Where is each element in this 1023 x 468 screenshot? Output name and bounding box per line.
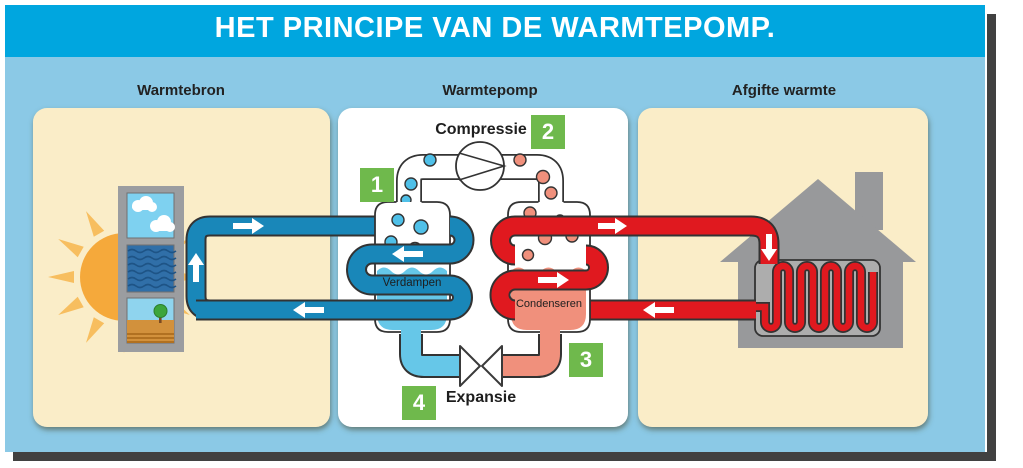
source-circuit-serpentine <box>196 215 475 321</box>
flow-arrow-into-house <box>761 234 777 261</box>
page-title: HET PRINCIPE VAN DE WARMTEPOMP. <box>214 12 776 44</box>
refrigerant-vapor-bubbles <box>400 153 558 206</box>
flow-arrow-evaporator <box>392 246 423 262</box>
section-header-afgifte-warmte: Afgifte warmte <box>731 82 837 99</box>
evaporation-label: Verdampen <box>382 277 442 289</box>
frame-shadow-bottom <box>13 452 996 461</box>
delivery-circuit-serpentine <box>489 215 780 321</box>
frame-shadow-right <box>987 14 996 461</box>
flow-arrow-return <box>643 302 674 318</box>
expansion-circuit-pipe <box>399 326 562 378</box>
groundwater-icon <box>126 244 177 293</box>
step-badge-3: 3 <box>569 343 603 377</box>
step-badge-2: 2 <box>531 115 565 149</box>
flow-arrow-source-out <box>233 218 264 234</box>
section-header-warmtebron: Warmtebron <box>137 82 225 99</box>
flow-arrows <box>188 218 777 318</box>
heating-coil-icon <box>748 261 878 333</box>
compressor-icon <box>455 141 507 191</box>
title-bar <box>5 5 985 57</box>
step-badge-1: 1 <box>360 168 394 202</box>
flow-arrow-supply <box>598 218 627 234</box>
sky-icon <box>126 192 175 239</box>
ground-icon <box>126 297 175 344</box>
expansion-label: Expansie <box>445 389 517 406</box>
flow-arrow-source-up <box>188 253 204 282</box>
condensation-label: Condenseren <box>515 298 583 310</box>
flow-arrow-condenser <box>538 272 569 288</box>
section-header-warmtepomp: Warmtepomp <box>442 82 538 99</box>
heat-source-column-icon <box>118 186 184 352</box>
flow-arrow-source-return <box>293 302 324 318</box>
compression-label: Compressie <box>435 121 527 138</box>
expansion-valve-icon <box>459 345 503 387</box>
tree-icon <box>153 304 168 323</box>
step-badge-4: 4 <box>402 386 436 420</box>
